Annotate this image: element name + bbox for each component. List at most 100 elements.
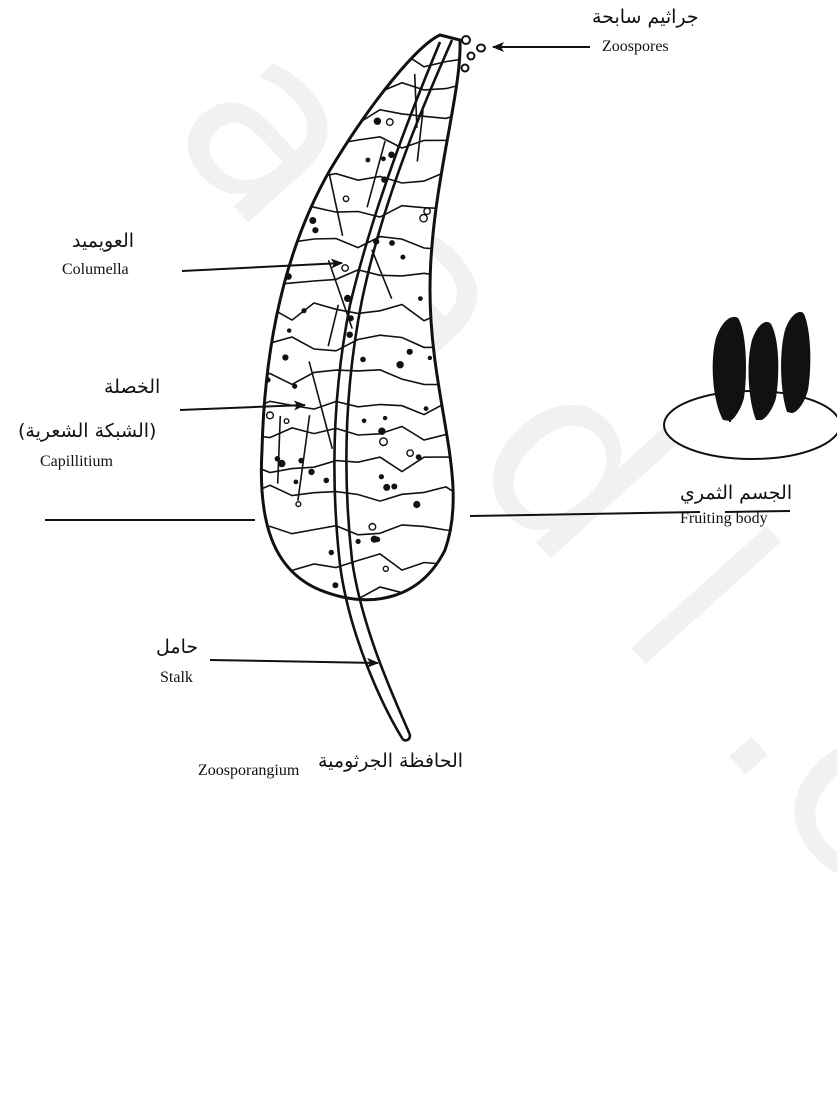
spore-dot — [338, 57, 343, 62]
spore-dot — [356, 63, 362, 69]
spore-dot — [383, 566, 388, 571]
capillitium-strand — [257, 247, 276, 320]
zoosporangium-arabic-label: الحافظة الجرثومية — [318, 750, 463, 772]
spore-dot — [248, 339, 254, 345]
fruiting-body-arabic-label: الجسم الثمري — [680, 482, 792, 504]
spore-dot — [344, 102, 349, 107]
spore-dot — [294, 179, 299, 184]
stalk-arabic-label: حامل — [156, 636, 198, 658]
spore-dot — [424, 208, 430, 214]
spore-dot — [273, 251, 279, 257]
spore-dot — [374, 118, 381, 125]
spore-dot — [380, 438, 388, 446]
spore-dot — [365, 98, 373, 106]
spore-dot — [434, 234, 441, 241]
spore-dot — [267, 412, 274, 419]
spore-dot — [362, 419, 367, 424]
spore-dot — [278, 460, 285, 467]
spore-dot — [420, 215, 427, 222]
spore-dot — [361, 99, 366, 104]
spore-dot — [343, 196, 348, 201]
spore-dot — [324, 478, 330, 484]
spore-dot — [383, 484, 390, 491]
spore-dot — [391, 484, 397, 490]
spore-dot — [354, 47, 361, 54]
spore-dot — [353, 98, 357, 102]
spore-dot — [298, 458, 304, 464]
spore-dot — [323, 83, 329, 89]
spore-dot — [254, 379, 260, 385]
spore-dot — [338, 113, 345, 120]
zoosporangium-english-label: Zoosporangium — [198, 762, 299, 780]
spore-dot — [418, 296, 423, 301]
zoospores-english-label: Zoospores — [602, 38, 669, 56]
zoospores-cluster — [462, 36, 486, 72]
columella-arabic-label: العويميد — [72, 230, 134, 252]
spore-dot — [428, 356, 432, 360]
spore-dot — [329, 550, 334, 555]
columella-english-label: Columella — [62, 261, 129, 279]
spore-dot — [340, 96, 345, 101]
spore-dot — [347, 332, 353, 338]
spore-dot — [413, 501, 420, 508]
spore-dot — [255, 285, 262, 292]
capillitium-arabic-sublabel: (الشبكة الشعرية) — [18, 420, 156, 442]
spore-dot — [387, 119, 394, 126]
spore-dot — [335, 95, 341, 101]
zoospores-arabic-label: جراثيم سابحة — [592, 6, 699, 28]
spore-dot — [437, 365, 442, 370]
spore-dot — [383, 416, 387, 420]
spore-dot — [360, 357, 366, 363]
spore-dot — [369, 524, 376, 531]
spore-dot — [356, 539, 361, 544]
spore-dot — [284, 419, 289, 424]
capillitium-strand — [314, 75, 336, 151]
arrow-stalk — [210, 660, 378, 663]
spore-dot — [296, 502, 301, 507]
spore-dot — [312, 227, 318, 233]
sporangium-body — [238, 35, 468, 604]
spore-dot — [327, 94, 332, 99]
spore-dot — [330, 127, 335, 132]
spore-dot — [330, 55, 335, 60]
spore-dot — [416, 454, 422, 460]
spore-dot — [308, 469, 314, 475]
spore-dot — [332, 582, 338, 588]
spore-dot — [381, 156, 386, 161]
spore-dot — [342, 265, 348, 271]
spore-dot — [301, 308, 306, 313]
capillitium-strand — [284, 138, 285, 191]
spore-dot — [296, 170, 303, 177]
fruiting-body-illustration — [664, 312, 837, 459]
capillitium-arabic-label: الخصلة — [104, 376, 160, 398]
capillitium-english-label: Capillitium — [40, 453, 113, 471]
spore-dot — [348, 97, 354, 103]
spore-dot — [407, 349, 413, 355]
spore-dot — [424, 406, 429, 411]
spore-dot — [400, 255, 405, 260]
spore-dot — [305, 182, 310, 187]
spore-dot — [389, 240, 395, 246]
spore-dot — [292, 384, 297, 389]
diagram-canvas: a a d l .c o — [0, 0, 837, 785]
spore-dot — [287, 328, 291, 332]
spore-dot — [309, 217, 316, 224]
spore-dot — [256, 313, 260, 317]
spore-dot — [373, 56, 379, 62]
spore-dot — [378, 428, 385, 435]
spore-dot — [294, 480, 299, 485]
spore-dot — [271, 189, 278, 196]
spore-dot — [366, 158, 371, 163]
spore-dot — [331, 117, 337, 123]
spore-dot — [282, 354, 288, 360]
fruiting-body-english-label: Fruiting body — [680, 510, 768, 528]
spore-dot — [407, 450, 413, 456]
spore-dot — [320, 94, 326, 100]
spore-dot — [238, 294, 244, 300]
capillitium-strand — [324, 70, 352, 136]
spore-dot — [375, 537, 381, 543]
spore-dot — [396, 361, 403, 368]
spore-dot — [280, 220, 287, 227]
stalk-english-label: Stalk — [160, 669, 193, 687]
spore-dot — [333, 114, 338, 119]
